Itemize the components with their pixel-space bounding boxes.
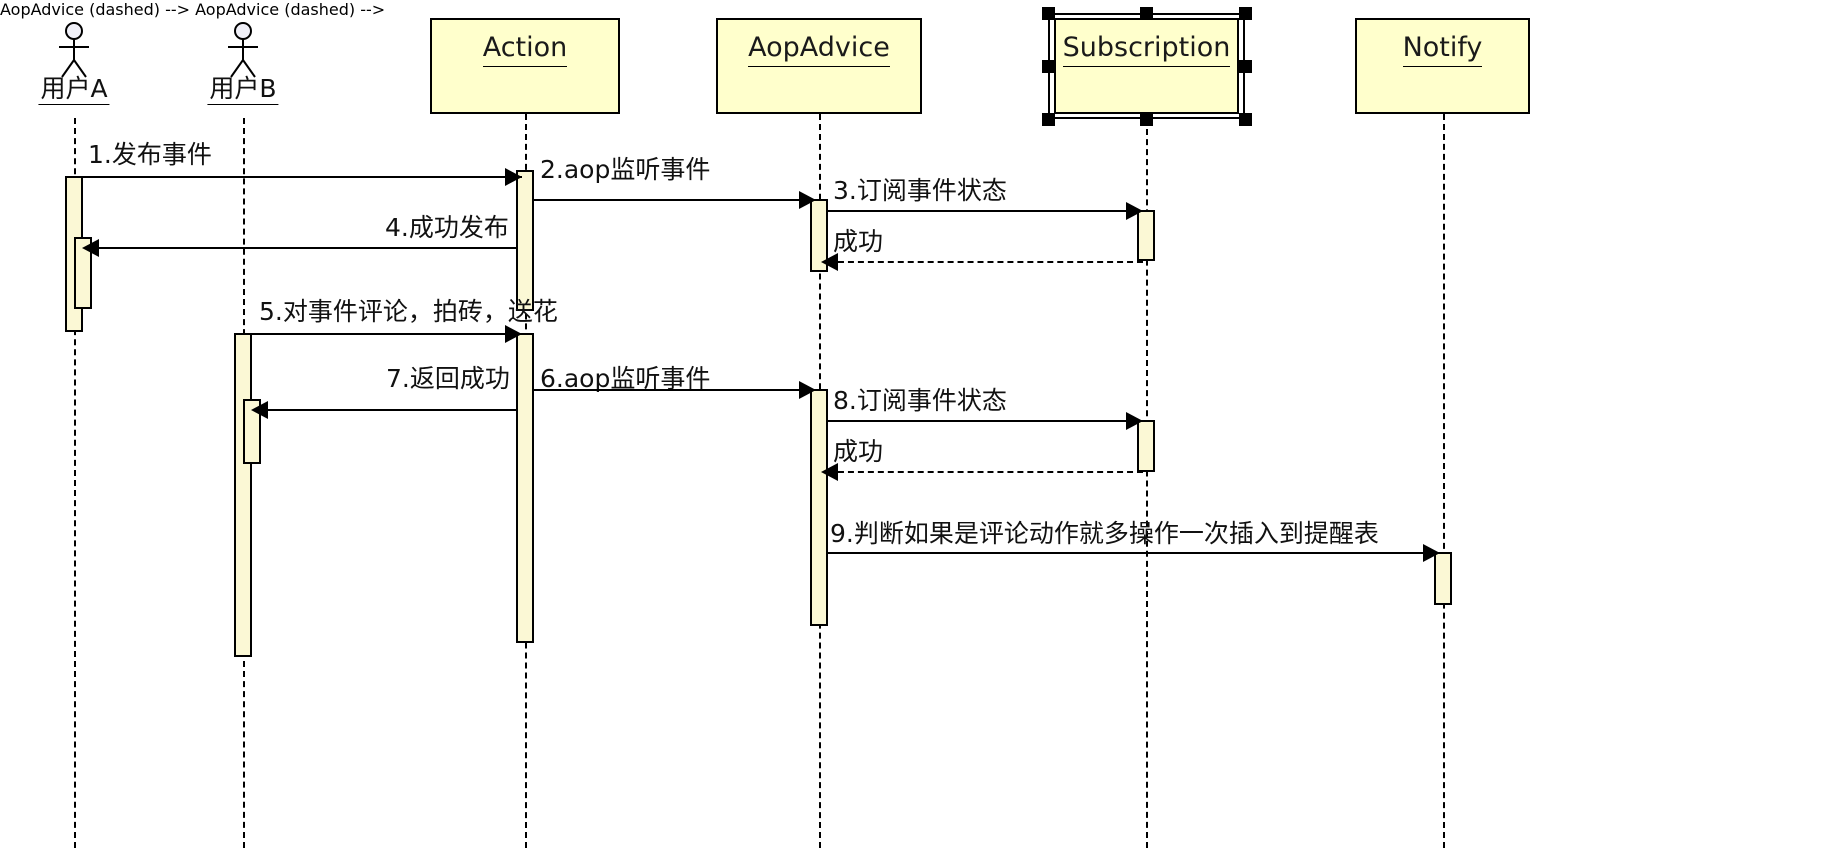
message-label-3: 3.订阅事件状态 <box>833 176 1007 205</box>
participant-box-action[interactable]: Action <box>430 18 620 114</box>
message-arrow-3[interactable] <box>828 210 1143 212</box>
message-arrowhead-9 <box>1423 544 1440 562</box>
message-arrow-8[interactable] <box>828 420 1143 422</box>
message-label-return-1: 成功 <box>833 227 884 256</box>
actor-stick-figure-icon <box>228 22 258 78</box>
message-arrowhead-5 <box>505 325 522 343</box>
message-arrowhead-return-2 <box>821 463 838 481</box>
selection-handle-bottom-right[interactable] <box>1239 113 1252 126</box>
message-label-5: 5.对事件评论，拍砖，送花 <box>259 297 558 326</box>
message-label-9: 9.判断如果是评论动作就多操作一次插入到提醒表 <box>830 519 1379 548</box>
participant-label-notify: Notify <box>1402 20 1483 67</box>
selection-handle-top-left[interactable] <box>1042 7 1055 20</box>
message-arrow-2[interactable] <box>534 199 816 201</box>
selection-handle-middle-right[interactable] <box>1239 60 1252 73</box>
message-arrow-1[interactable] <box>74 176 522 178</box>
lifeline-subscription <box>1146 119 1148 848</box>
participant-label-subscription: Subscription <box>1062 20 1231 67</box>
message-arrow-9[interactable] <box>828 552 1440 554</box>
message-label-6: 6.aop监听事件 <box>540 364 711 393</box>
message-label-return-2: 成功 <box>833 437 884 466</box>
selection-handle-bottom-left[interactable] <box>1042 113 1055 126</box>
message-arrowhead-3 <box>1126 202 1143 220</box>
message-arrow-4[interactable] <box>88 247 517 249</box>
actor-stick-figure-icon <box>59 22 89 78</box>
message-label-2: 2.aop监听事件 <box>540 155 711 184</box>
activation-bar-action-1[interactable] <box>516 170 534 311</box>
message-label-8: 8.订阅事件状态 <box>833 386 1007 415</box>
message-arrowhead-7 <box>251 401 268 419</box>
message-arrowhead-4 <box>82 239 99 257</box>
selection-outline-subscription <box>1048 13 1245 119</box>
lifeline-notify <box>1443 114 1445 848</box>
message-arrowhead-6 <box>799 381 816 399</box>
participant-label-userA: 用户A <box>38 75 110 106</box>
message-arrowhead-return-1 <box>821 253 838 271</box>
message-arrowhead-8 <box>1126 412 1143 430</box>
activation-bar-aopadvice-2[interactable] <box>810 389 828 626</box>
activation-bar-action-2[interactable] <box>516 333 534 643</box>
message-arrowhead-2 <box>799 191 816 209</box>
lifeline-userA <box>74 118 76 848</box>
selection-handle-top-right[interactable] <box>1239 7 1252 20</box>
activation-bar-userB-1[interactable] <box>234 333 252 657</box>
message-arrow-6[interactable] <box>534 389 816 391</box>
message-arrow-7[interactable] <box>257 409 517 411</box>
participant-label-aopadvice: AopAdvice <box>748 20 890 67</box>
activation-bar-subscription-2[interactable] <box>1137 420 1155 472</box>
participant-box-notify[interactable]: Notify <box>1355 18 1530 114</box>
message-label-7: 7.返回成功 <box>386 364 510 393</box>
message-arrow-5[interactable] <box>243 333 522 335</box>
participant-actor-userB[interactable]: 用户B <box>207 22 279 132</box>
message-arrow-return-1[interactable] <box>828 261 1143 263</box>
activation-bar-notify-1[interactable] <box>1434 552 1452 605</box>
selection-handle-middle-left[interactable] <box>1042 60 1055 73</box>
message-label-4: 4.成功发布 <box>385 213 509 242</box>
message-arrowhead-1 <box>505 168 522 186</box>
activation-bar-subscription-1[interactable] <box>1137 210 1155 261</box>
participant-box-aopadvice[interactable]: AopAdvice <box>716 18 922 114</box>
selection-handle-top-center[interactable] <box>1140 7 1153 20</box>
participant-actor-userA[interactable]: 用户A <box>38 22 110 132</box>
message-arrow-return-2[interactable] <box>828 471 1143 473</box>
message-label-1: 1.发布事件 <box>88 140 212 169</box>
participant-label-userB: 用户B <box>207 75 279 106</box>
participant-label-action: Action <box>482 20 568 67</box>
